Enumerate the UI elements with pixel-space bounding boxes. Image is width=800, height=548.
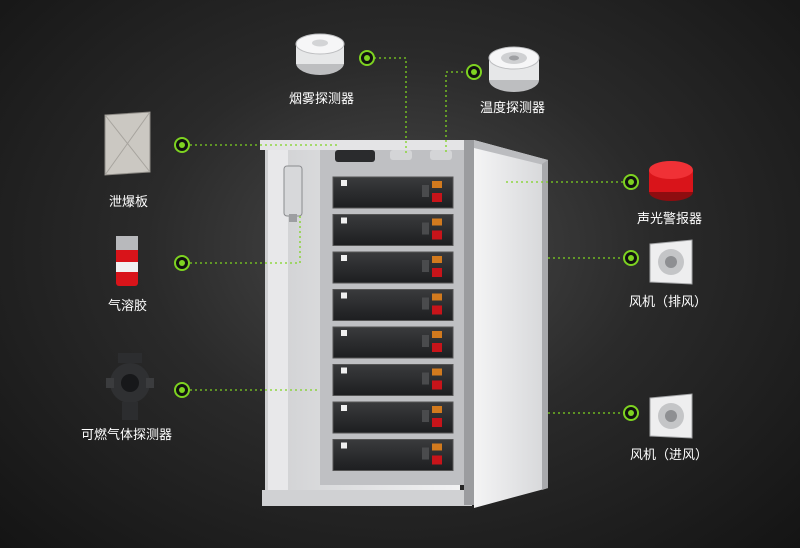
relief-panel-label: 泄爆板 [109, 195, 149, 210]
combustible-gas-detector-label: 可燃气体探测器 [81, 428, 173, 443]
marker-smoke-detector [359, 50, 375, 66]
battery-module [332, 364, 454, 396]
aerosol-icon [116, 236, 138, 286]
smoke-detector-icon [295, 33, 345, 75]
smoke-detector-label: 烟雾探测器 [289, 92, 355, 107]
temperature-detector-icon [488, 46, 540, 92]
exhaust-fan-label: 风机（排风） [629, 295, 708, 310]
battery-module [332, 401, 454, 434]
leader-lines [190, 57, 624, 414]
temperature-detector-label: 温度探测器 [480, 101, 546, 116]
exhaust-fan-icon [649, 239, 693, 285]
marker-intake-fan [623, 405, 639, 421]
aerosol-label: 气溶胶 [108, 299, 148, 314]
marker-relief-panel [174, 137, 190, 153]
combustible-gas-detector-icon [106, 353, 154, 420]
battery-module [332, 176, 454, 209]
marker-dots [174, 50, 639, 421]
relief-panel-icon [104, 111, 151, 176]
battery-module [332, 326, 454, 359]
sound-light-alarm-icon [649, 161, 693, 201]
intake-fan-label: 风机（进风） [630, 448, 709, 463]
leader-temperature-detector [445, 71, 468, 153]
marker-aerosol [174, 255, 190, 271]
battery-module [332, 289, 454, 321]
sound-light-alarm-label: 声光警报器 [637, 212, 703, 227]
intake-fan-icon [649, 393, 693, 439]
marker-combustible-gas-detector [174, 382, 190, 398]
leader-aerosol [190, 215, 301, 264]
aerosol-unit-in-cabinet [283, 165, 303, 222]
battery-modules [332, 176, 454, 471]
battery-module [332, 439, 454, 471]
marker-temperature-detector [466, 64, 482, 80]
leader-smoke-detector [374, 57, 407, 155]
marker-sound-light-alarm [623, 174, 639, 190]
battery-module [332, 251, 454, 284]
cabinet-door [474, 140, 548, 508]
marker-exhaust-fan [623, 250, 639, 266]
battery-module [332, 214, 454, 246]
